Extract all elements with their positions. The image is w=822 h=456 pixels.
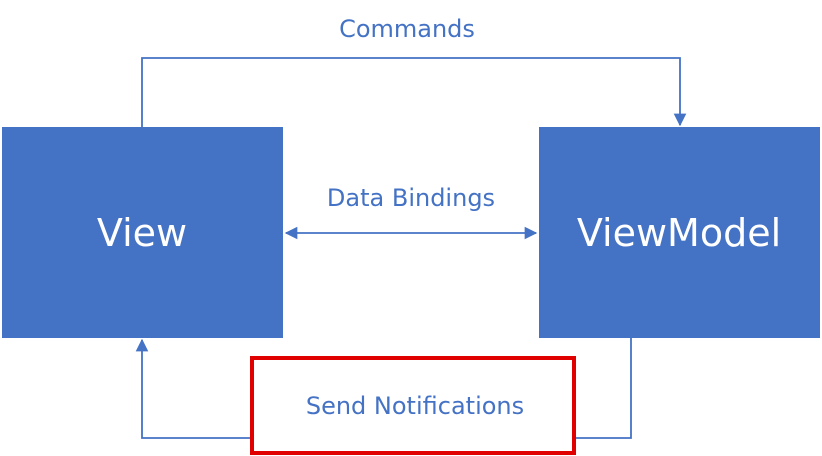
view-label: View [97,211,187,255]
send-notifications-connector: Send Notifications [135,338,632,455]
viewmodel-label: ViewModel [577,211,781,255]
data-bindings-connector: Data Bindings [284,184,538,240]
commands-connector: Commands [141,15,687,127]
commands-label: Commands [339,15,475,43]
send-notifications-label: Send Notifications [306,392,524,420]
viewmodel-node: ViewModel [539,127,820,338]
data-bindings-label: Data Bindings [327,184,495,212]
highlight-box [250,356,576,455]
view-box [2,127,283,338]
commands-arrow [141,57,687,127]
view-node: View [2,127,283,338]
viewmodel-box [539,127,820,338]
